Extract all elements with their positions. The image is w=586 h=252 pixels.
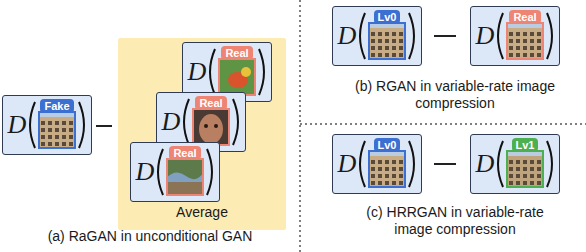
discriminator-box: D Real bbox=[130, 142, 220, 202]
image-tag: Real bbox=[221, 46, 252, 60]
image-thumbnail bbox=[166, 158, 204, 196]
image-thumbnail bbox=[38, 111, 76, 149]
discriminator-symbol: D bbox=[188, 59, 207, 85]
discriminator-symbol: D bbox=[162, 109, 181, 135]
image-thumbnail bbox=[192, 108, 230, 146]
minus-sign bbox=[96, 125, 112, 127]
discriminator-symbol: D bbox=[8, 112, 27, 138]
discriminator-box: D Real bbox=[470, 6, 560, 66]
discriminator-box: D Lv0 bbox=[332, 134, 422, 194]
image-thumbnail bbox=[506, 150, 544, 188]
image-tag: Real bbox=[195, 96, 226, 110]
discriminator-symbol: D bbox=[338, 23, 357, 49]
image-tag: Lv0 bbox=[374, 138, 401, 152]
image-tag: Fake bbox=[40, 99, 73, 113]
image-thumbnail bbox=[368, 22, 406, 60]
minus-sign bbox=[434, 163, 456, 165]
image-thumbnail bbox=[506, 22, 544, 60]
image-tag: Real bbox=[509, 10, 540, 24]
panel-caption: (c) HRRGAN in variable-rate image compre… bbox=[350, 204, 560, 238]
discriminator-box: D Fake bbox=[2, 95, 92, 155]
discriminator-box: D Lv0 bbox=[332, 6, 422, 66]
discriminator-symbol: D bbox=[476, 151, 495, 177]
image-thumbnail bbox=[218, 58, 256, 96]
band-label: Average bbox=[176, 204, 228, 220]
image-tag: Lv1 bbox=[512, 138, 539, 152]
image-tag: Real bbox=[169, 146, 200, 160]
panel-caption: (b) RGAN in variable-rate image compress… bbox=[350, 78, 560, 112]
discriminator-box: D Lv1 bbox=[470, 134, 560, 194]
image-tag: Lv0 bbox=[374, 10, 401, 24]
panel-caption: (a) RaGAN in unconditional GAN bbox=[20, 228, 280, 245]
discriminator-symbol: D bbox=[136, 159, 155, 185]
average-band: AverageDRealDRealDReal bbox=[118, 38, 286, 230]
horizontal-separator bbox=[300, 123, 586, 125]
image-thumbnail bbox=[368, 150, 406, 188]
discriminator-symbol: D bbox=[476, 23, 495, 49]
vertical-separator bbox=[299, 0, 301, 252]
minus-sign bbox=[434, 35, 456, 37]
discriminator-symbol: D bbox=[338, 151, 357, 177]
